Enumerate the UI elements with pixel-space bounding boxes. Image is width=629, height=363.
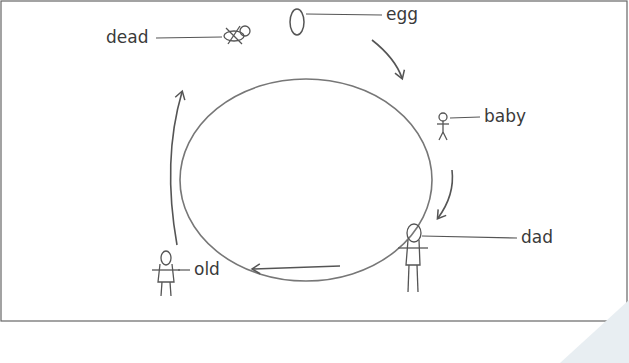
stage-label: old — [194, 261, 220, 278]
egg-figure — [290, 9, 304, 35]
cycle-arrows — [171, 40, 453, 269]
stage-label: baby — [484, 108, 526, 125]
stage-label: dad — [521, 229, 553, 246]
leader-line — [306, 14, 382, 15]
leader-line — [450, 117, 480, 118]
leader-line — [156, 37, 222, 38]
dead-figure — [224, 26, 250, 44]
stage-label: egg — [386, 6, 418, 23]
cycle-circle — [180, 79, 432, 281]
stage-label: dead — [106, 29, 148, 46]
old-figure — [152, 251, 180, 296]
frame — [1, 1, 627, 321]
leader-line — [178, 269, 190, 270]
dad-figure — [398, 224, 428, 292]
leader-line — [422, 236, 517, 238]
page-corner — [560, 300, 629, 363]
baby-figure — [437, 113, 449, 140]
